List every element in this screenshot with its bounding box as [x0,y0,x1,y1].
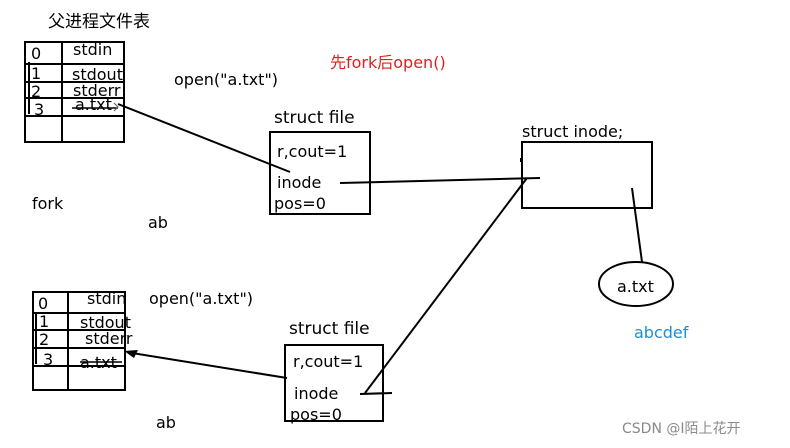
pos-field: pos=0 [274,194,326,213]
fd-name: stderr [73,81,121,100]
annotation-label: 先fork后open() [330,53,446,72]
fd-number: 2 [31,82,42,101]
fd-name: stderr [85,329,133,348]
fd-name: a.txt [75,95,112,114]
bottom-fd3-to-file-line [131,352,288,379]
fd-number: 3 [34,100,45,119]
file-ellipse [598,261,674,307]
inode-to-file-line [631,187,643,263]
fd-name: stdin [87,289,127,308]
fd-number: 3 [43,350,54,369]
fd-name: stdin [73,40,113,59]
fd-name: a.txt [80,353,117,372]
bottom-struct-file-box [284,344,384,422]
top-fd-table-grid [24,41,125,143]
top-struct-file-box [269,131,371,215]
pos-field: pos=0 [290,405,342,424]
top-inode-to-inode-line [339,177,541,184]
file-content-label: abcdef [634,323,689,342]
bottom-inode-tick [359,392,393,395]
fd-number: 2 [39,330,50,349]
fd-name: stdout [80,313,131,332]
refcount-field: r,cout=1 [293,352,364,371]
fd-name: stdout [72,65,123,84]
open-call-label: open("a.txt") [149,289,254,308]
fd-number: 1 [31,64,42,83]
watermark: CSDN @I陌上花开 [622,421,741,437]
arrowhead-icon [124,350,138,358]
inode-field: inode [277,173,322,192]
top-fd3-to-file-line [117,103,291,173]
bottom-fd-table-grid [32,291,126,391]
file-name-label: a.txt [617,277,654,296]
inode-box [521,141,653,209]
struct-file-label: struct file [274,108,355,128]
fd-number: 1 [39,312,50,331]
inode-field: inode [294,384,339,403]
refcount-field: r,cout=1 [277,142,348,161]
fd-number: 0 [31,44,42,63]
struct-inode-label: struct inode; [522,122,624,141]
fork-label: fork [32,194,64,213]
open-call-label: open("a.txt") [174,70,279,89]
bottom-inode-to-inode-line [364,177,528,394]
struct-file-label: struct file [289,319,370,339]
fd-number: 0 [38,294,49,313]
content-label: ab [148,213,168,232]
cursor-mark-icon [113,102,119,112]
content-label: ab [156,413,176,432]
diagram-title: 父进程文件表 [48,12,150,32]
